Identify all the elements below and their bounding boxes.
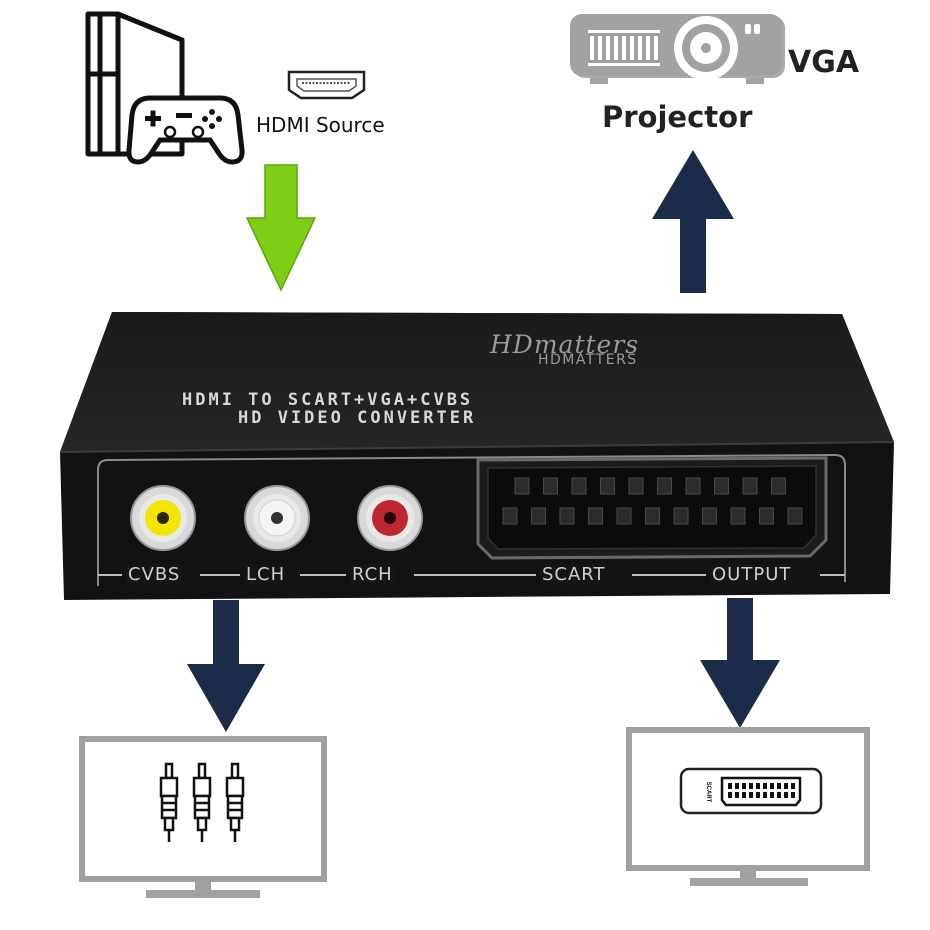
scart-mini-pin — [784, 783, 788, 789]
brand-logo-script: HDmatters — [490, 330, 640, 359]
port-label-cvbs: CVBS — [126, 564, 183, 585]
scart-mini-pin — [742, 783, 746, 789]
scart-pin — [702, 507, 717, 525]
scart-mini-pin — [756, 792, 760, 798]
scart-pin — [571, 477, 587, 495]
scart-pin — [502, 507, 518, 525]
device-title-line1: HDMI TO SCART+VGA+CVBS — [182, 390, 474, 410]
scart-port-text: SCART — [705, 782, 711, 803]
scart-pin — [742, 477, 758, 495]
scart-pin — [628, 477, 644, 495]
scart-pin — [588, 507, 603, 525]
scart-pin — [714, 477, 729, 495]
scart-mini-pin — [763, 783, 767, 789]
scart-pin — [759, 507, 774, 525]
gamepad-icon — [126, 95, 245, 165]
scart-pin — [559, 507, 575, 525]
rca-cable-icon — [159, 762, 245, 842]
scart-mini-pin — [735, 783, 739, 789]
projector-arrow-up — [652, 150, 734, 293]
projector-icon — [570, 14, 785, 84]
scart-mini-pin — [742, 792, 746, 798]
scart-mini-pin — [735, 792, 739, 798]
scart-pin — [673, 507, 689, 525]
hdmi-port-icon — [287, 70, 366, 100]
vga-label: VGA — [788, 45, 860, 80]
scart-mini-pin — [749, 792, 753, 798]
scart-mini-pin — [784, 792, 788, 798]
hdmi-source-label: HDMI Source — [256, 113, 385, 137]
port-label-lch: LCH — [244, 564, 288, 585]
scart-mini-pin — [728, 792, 732, 798]
scart-pin — [514, 477, 530, 495]
scart-mini-pin — [763, 792, 767, 798]
port-label-output: OUTPUT — [710, 564, 794, 585]
scart-mini-pin — [791, 792, 795, 798]
port-label-scart: SCART — [540, 564, 608, 585]
scart-pin — [616, 507, 632, 525]
lch-jack — [244, 485, 310, 551]
scart-pin — [531, 507, 546, 525]
brand-logo-caps: HDMATTERS — [538, 352, 638, 368]
scart-mini-pin — [770, 792, 774, 798]
scart-port — [476, 456, 828, 560]
scart-tv-icon — [626, 727, 870, 886]
scart-mini-pin — [770, 783, 774, 789]
scart-pin — [771, 477, 786, 495]
input-arrow-down — [245, 164, 317, 292]
scart-pin — [645, 507, 660, 525]
scart-mini-pin — [791, 783, 795, 789]
scart-pin — [600, 477, 615, 495]
scart-pin — [657, 477, 672, 495]
scart-mini-pin — [749, 783, 753, 789]
scart-pin — [730, 507, 746, 525]
scart-mini-pin — [728, 783, 732, 789]
game-console-icon — [85, 11, 185, 157]
scart-pin — [685, 477, 701, 495]
scart-mini-pin — [756, 783, 760, 789]
rch-jack — [357, 485, 423, 551]
scart-pin — [543, 477, 558, 495]
scart-mini-pin — [777, 783, 781, 789]
scart-pin — [787, 507, 803, 525]
scart-mini-pin — [777, 792, 781, 798]
projector-label: Projector — [602, 100, 753, 134]
scart-output-arrow — [700, 598, 780, 728]
device-title-line2: HD VIDEO CONVERTER — [238, 408, 477, 428]
rca-output-arrow — [187, 600, 265, 732]
port-label-rch: RCH — [350, 564, 395, 585]
scart-port-icon: SCART — [705, 776, 802, 807]
cvbs-jack — [130, 485, 196, 551]
